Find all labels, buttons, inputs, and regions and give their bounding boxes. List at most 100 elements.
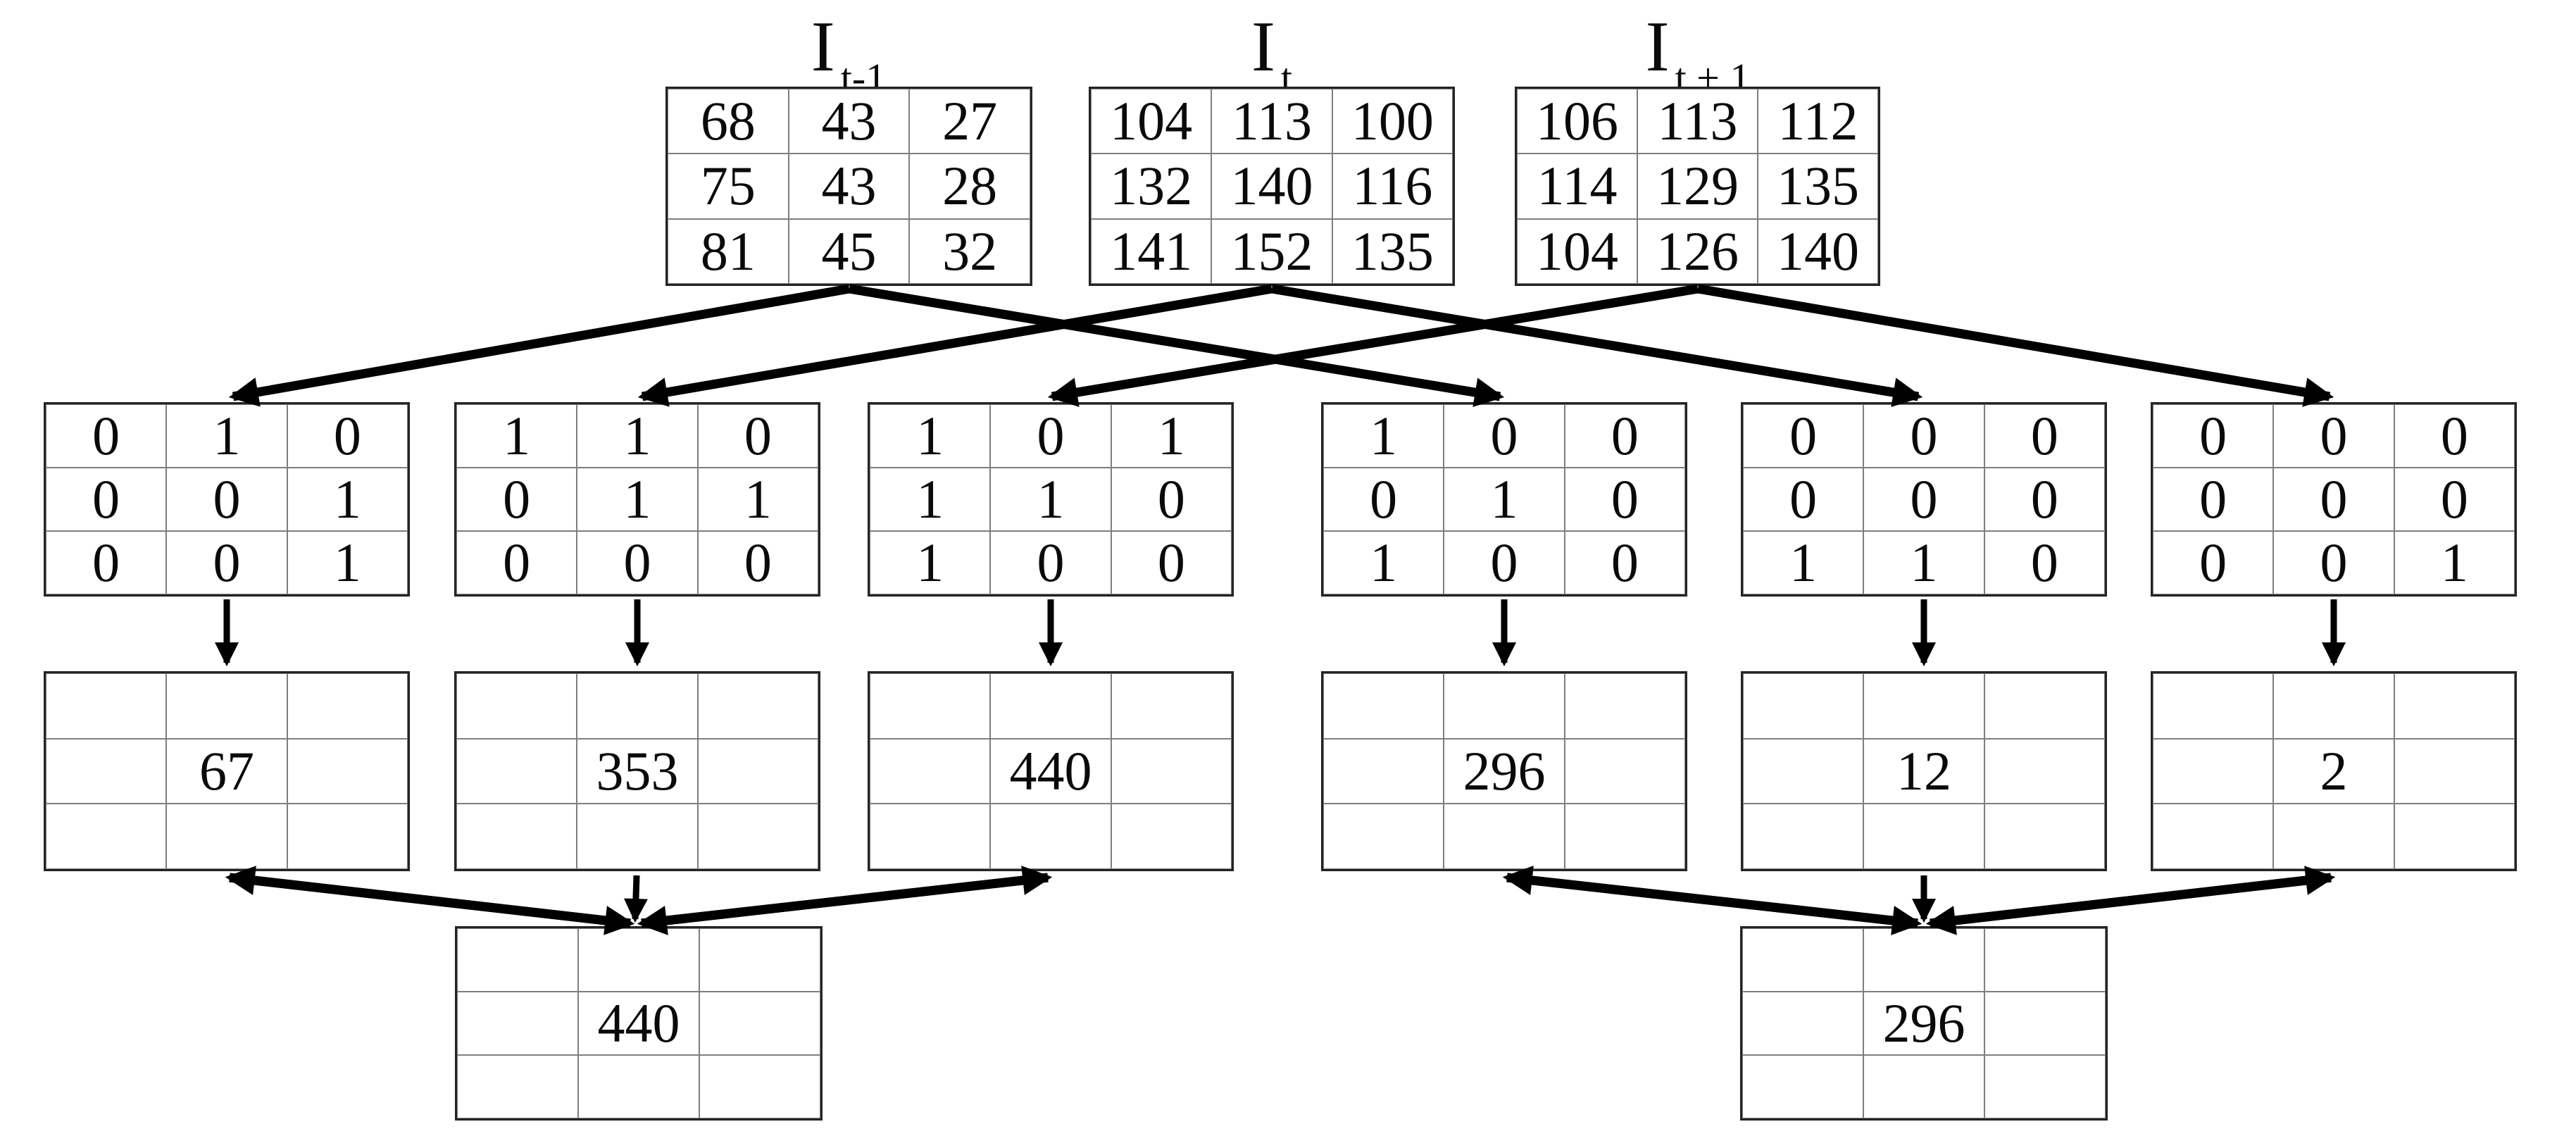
matrix-cell (577, 673, 698, 739)
matrix-cell (1444, 673, 1565, 739)
matrix-cell: 45 (788, 218, 910, 284)
frame-label-base: I (1251, 7, 1275, 87)
matrix-cell: 0 (2273, 404, 2394, 468)
matrix-cell (870, 804, 991, 869)
matrix-cell (1863, 928, 1984, 992)
matrix-cell (1323, 673, 1444, 739)
output-matrix-2: 296 (1740, 926, 2108, 1121)
matrix-cell: 296 (1444, 738, 1565, 804)
matrix-cell (1984, 804, 2105, 869)
matrix-cell: 1 (287, 468, 408, 531)
matrix-cell (1984, 928, 2106, 992)
matrix-cell: 1 (2394, 531, 2515, 594)
matrix-cell: 0 (1564, 531, 1685, 594)
matrix-cell: 0 (456, 531, 577, 594)
matrix-cell: 104 (1517, 218, 1637, 284)
matrix-cell: 135 (1332, 218, 1453, 284)
matrix-cell (697, 738, 818, 804)
matrix-cell: 81 (668, 218, 789, 284)
matrix-cell: 116 (1332, 154, 1453, 219)
matrix-cell: 12 (1863, 738, 1984, 804)
matrix-cell: 0 (1984, 404, 2105, 468)
result-matrix-1: 67 (44, 671, 410, 871)
matrix-cell (1743, 804, 1864, 869)
matrix-cell (1984, 1055, 2106, 1118)
matrix-cell: 0 (697, 531, 818, 594)
matrix-cell: 126 (1637, 218, 1758, 284)
matrix-cell (456, 673, 577, 739)
matrix-cell: 0 (1564, 468, 1685, 531)
matrix-cell (2153, 738, 2274, 804)
matrix-cell: 0 (1564, 404, 1685, 468)
arrow-result2-output1 (623, 875, 648, 923)
matrix-cell: 0 (2153, 404, 2274, 468)
matrix-cell (457, 1055, 578, 1118)
matrix-cell (1111, 804, 1232, 869)
matrix-cell: 0 (2394, 404, 2515, 468)
matrix-cell: 1 (1323, 531, 1444, 594)
matrix-cell: 0 (1444, 531, 1565, 594)
matrix-cell: 152 (1211, 218, 1332, 284)
matrix-cell (457, 928, 578, 992)
arrow-frame3-kernel6 (1696, 284, 2334, 407)
matrix-cell: 43 (788, 89, 910, 154)
matrix-cell: 0 (2153, 531, 2274, 594)
matrix-cell: 129 (1637, 154, 1758, 219)
arrow-frame1-kernel1 (228, 284, 851, 407)
matrix-cell: 0 (1111, 531, 1232, 594)
matrix-cell: 1 (287, 531, 408, 594)
matrix-cell: 1 (577, 404, 698, 468)
matrix-cell (2394, 804, 2515, 869)
matrix-cell (456, 804, 577, 869)
arrow-frame1-kernel4 (848, 284, 1505, 407)
matrix-cell: 0 (166, 468, 287, 531)
matrix-cell: 75 (668, 154, 789, 219)
matrix-cell: 296 (1863, 992, 1984, 1055)
matrix-cell: 0 (2273, 531, 2394, 594)
frame-label-base: I (1645, 7, 1670, 87)
matrix-cell: 0 (2273, 468, 2394, 531)
matrix-cell (1111, 673, 1232, 739)
matrix-cell (2394, 673, 2515, 739)
matrix-cell (577, 804, 698, 869)
matrix-cell (1863, 673, 1984, 739)
matrix-cell: 0 (1863, 404, 1984, 468)
frame-to-kernel-arrows (228, 284, 2334, 407)
arrow-frame3-kernel3 (1047, 284, 1699, 407)
matrix-cell: 0 (46, 468, 167, 531)
matrix-cell (1742, 992, 1863, 1055)
matrix-cell: 1 (870, 531, 991, 594)
arrow-frame2-kernel2 (637, 284, 1273, 407)
matrix-cell: 1 (1863, 531, 1984, 594)
output-matrix-1: 440 (455, 926, 823, 1121)
matrix-cell: 2 (2273, 738, 2394, 804)
arrow-result4-output2-backhead (1502, 866, 1918, 928)
matrix-cell: 112 (1758, 89, 1878, 154)
matrix-cell: 0 (166, 531, 287, 594)
matrix-cell (1742, 1055, 1863, 1118)
matrix-cell: 353 (577, 738, 698, 804)
matrix-cell: 113 (1637, 89, 1758, 154)
matrix-cell: 440 (578, 992, 699, 1055)
result-matrix-4: 296 (1321, 671, 1687, 871)
matrix-cell: 1 (1743, 531, 1864, 594)
matrix-cell (699, 928, 820, 992)
matrix-cell (870, 738, 991, 804)
matrix-cell: 440 (990, 738, 1111, 804)
arrow-result1-output1-backhead (225, 866, 631, 928)
matrix-cell: 132 (1091, 154, 1212, 219)
matrix-cell: 1 (166, 404, 287, 468)
matrix-cell: 68 (668, 89, 789, 154)
matrix-cell: 0 (1863, 468, 1984, 531)
matrix-cell (46, 804, 167, 869)
matrix-cell: 1 (1444, 468, 1565, 531)
matrix-cell (1742, 928, 1863, 992)
